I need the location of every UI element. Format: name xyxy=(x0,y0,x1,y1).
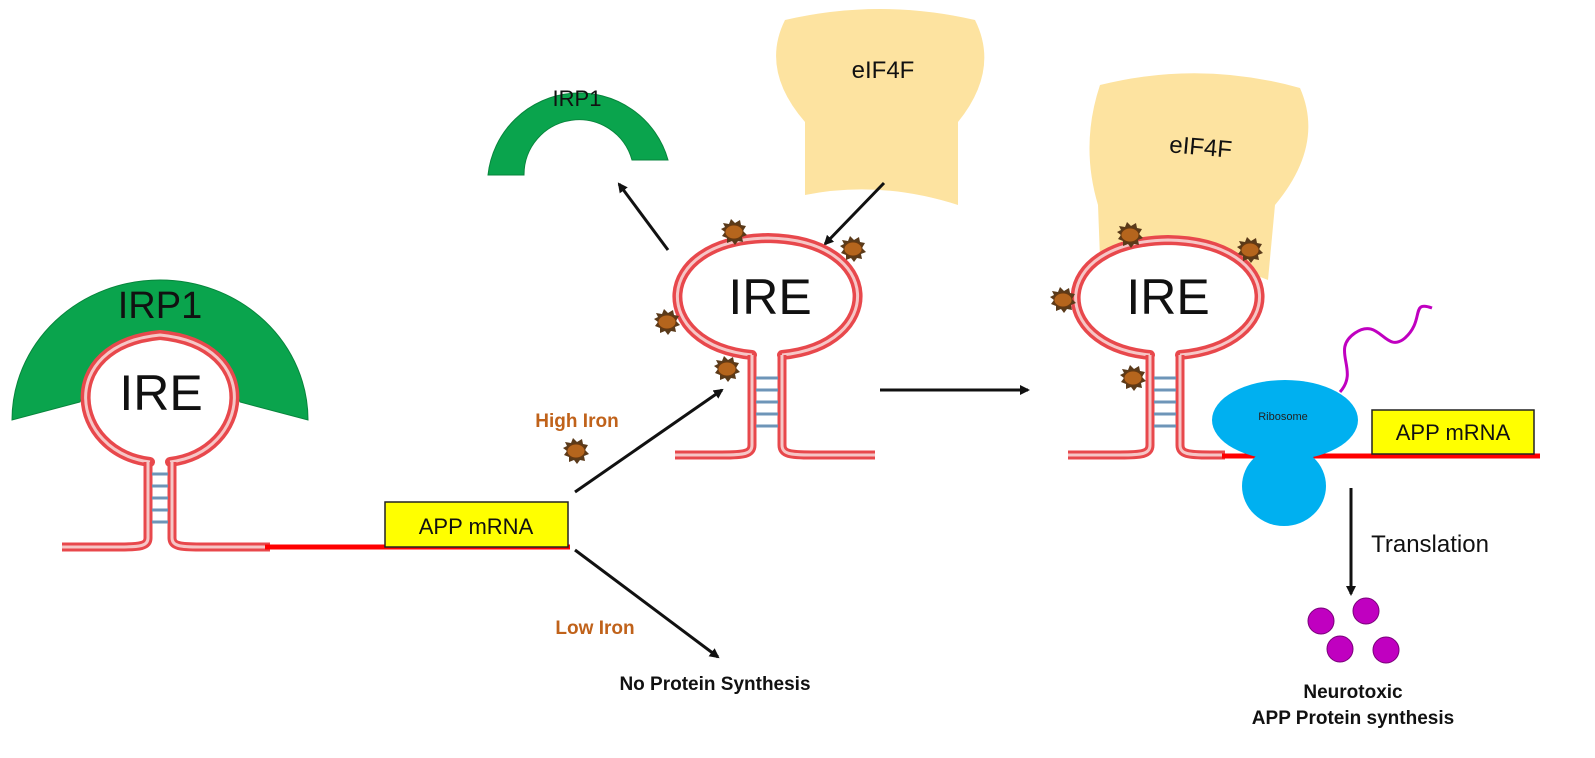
low-iron-arrow xyxy=(574,548,720,659)
translation-label: Translation xyxy=(1371,531,1489,558)
app-mrna-label-left: APP mRNA xyxy=(419,514,534,539)
no-protein-label: No Protein Synthesis xyxy=(619,674,810,695)
eif4f-shape-right xyxy=(1089,73,1309,280)
irp1-released-shape xyxy=(487,92,669,176)
base-pairs-left xyxy=(152,472,168,524)
high-iron-arrow xyxy=(574,388,724,494)
irp1-released-label: IRP1 xyxy=(553,86,602,111)
nascent-peptide xyxy=(1338,304,1433,394)
base-pairs-middle xyxy=(756,376,778,428)
irp1-release-arrow xyxy=(617,182,670,251)
ire-label-middle: IRE xyxy=(728,269,811,325)
low-iron-label: Low Iron xyxy=(555,618,634,639)
protein-icon xyxy=(1307,597,1400,664)
eif4f-label-right: eIF4F xyxy=(1168,131,1233,163)
eif4f-shape-middle xyxy=(776,9,985,205)
iron-ion-icon xyxy=(713,355,741,383)
iron-ion-icon xyxy=(1119,364,1147,392)
ire-label-right: IRE xyxy=(1126,269,1209,325)
app-mrna-box-left xyxy=(384,501,569,548)
ire-middle: IRE xyxy=(672,232,875,460)
eif4f-binding-arrow xyxy=(823,181,886,246)
ire-label-left: IRE xyxy=(119,365,202,421)
ribosome-label: Ribosome xyxy=(1258,411,1308,423)
iron-ion-icon xyxy=(562,437,590,465)
neurotoxic-label-line2: APP Protein synthesis xyxy=(1252,708,1454,729)
ire-left: IRE xyxy=(62,329,270,552)
neurotoxic-label-line1: Neurotoxic xyxy=(1303,682,1403,703)
high-iron-label: High Iron xyxy=(535,411,618,432)
app-mrna-box-right xyxy=(1371,409,1535,455)
app-mrna-label-right: APP mRNA xyxy=(1396,420,1511,445)
ribosome-icon xyxy=(1212,380,1358,526)
ire-right: IRE xyxy=(1068,234,1265,460)
base-pairs-right xyxy=(1154,376,1176,428)
irp1-bound-label: IRP1 xyxy=(118,285,202,327)
eif4f-label-middle: eIF4F xyxy=(852,57,915,84)
